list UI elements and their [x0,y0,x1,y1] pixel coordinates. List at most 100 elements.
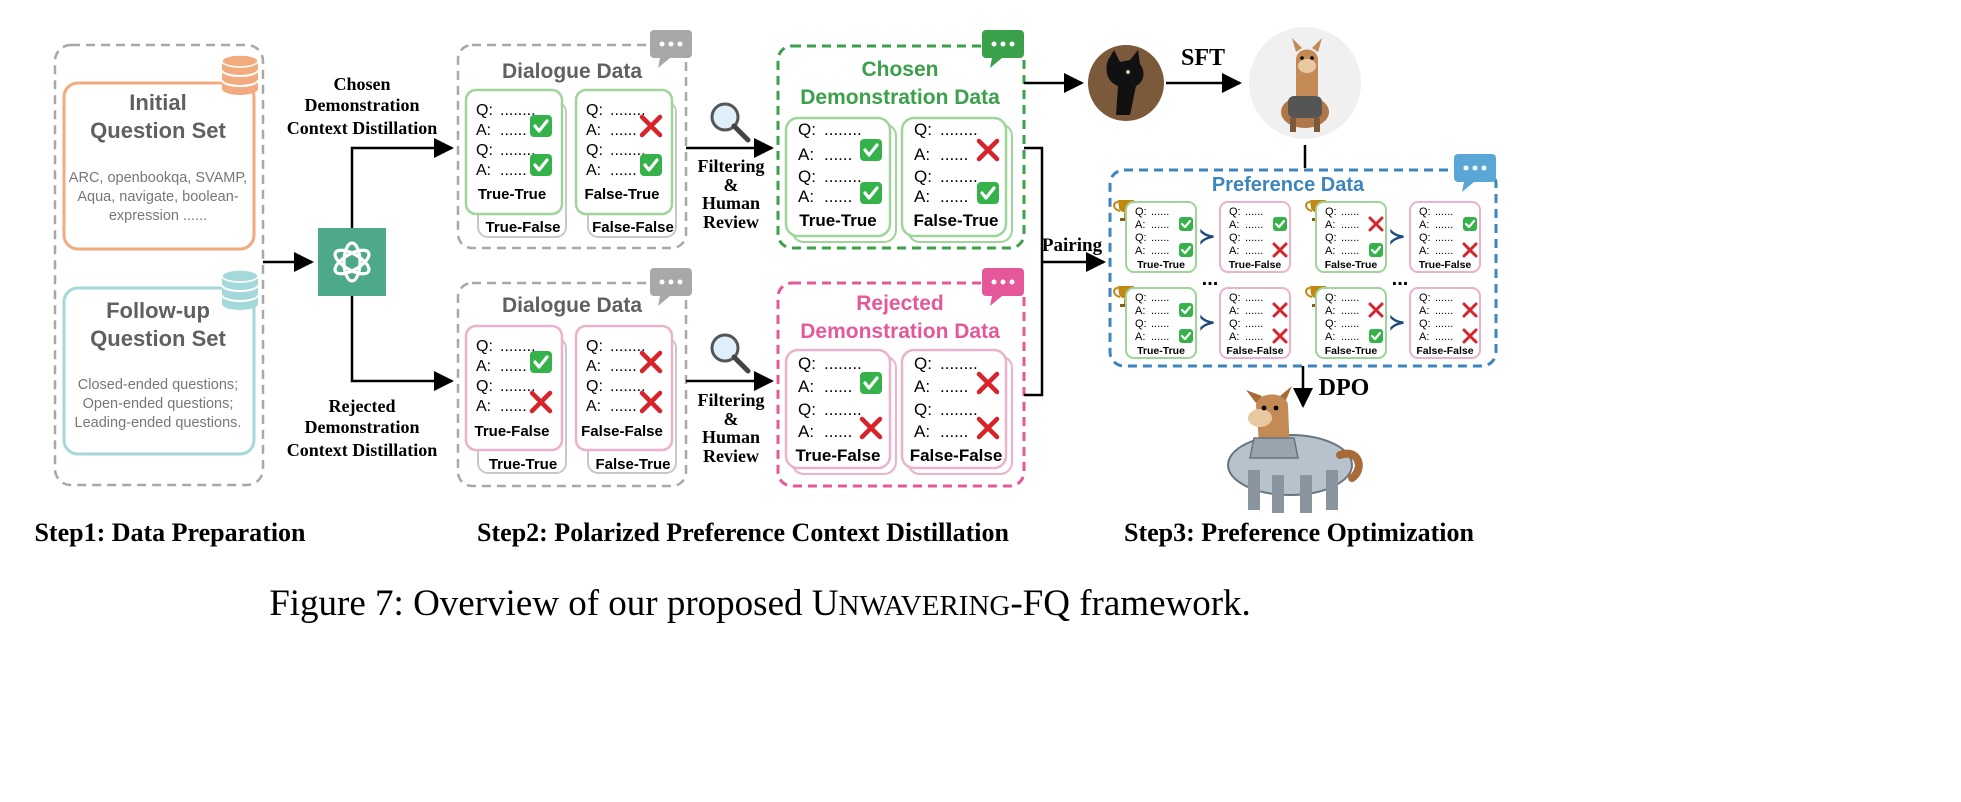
svg-text:......: ...... [1151,305,1169,317]
svg-text:......: ...... [610,122,637,139]
svg-text:......: ...... [1151,245,1169,257]
svg-text:......: ...... [824,145,852,164]
svg-text:Q:: Q: [798,354,816,373]
rejected-label-line3: Context Distillation [287,440,438,460]
step1-label: Step1: Data Preparation [34,518,306,547]
svg-text:......: ...... [1435,292,1453,304]
followup-title-line2: Question Set [90,326,226,351]
svg-text:Filtering: Filtering [698,390,765,410]
arrow-chosen-branch [350,138,454,228]
svg-text:......: ...... [1435,206,1453,218]
svg-text:False-False: False-False [1416,345,1473,357]
label-true-false: True-False [485,219,560,236]
svg-text:........: ........ [824,354,862,373]
step1-container [53,43,265,487]
svg-text:≻: ≻ [1389,312,1406,334]
svg-text:......: ...... [610,398,637,415]
svg-text:Q:: Q: [914,120,932,139]
svg-text:Chosen: Chosen [861,58,938,81]
svg-text:Filtering: Filtering [698,156,765,176]
svg-text:DPO: DPO [1319,375,1370,401]
svg-text:......: ...... [1435,245,1453,257]
step3-label: Step3: Preference Optimization [1124,518,1474,547]
svg-text:Q:: Q: [798,167,816,186]
svg-text:Q:: Q: [476,142,493,159]
svg-text:...: ... [1202,268,1219,290]
chat-bubble-icon [650,30,692,68]
svg-text:≻: ≻ [1199,312,1216,334]
chosen-label-line1: Chosen [333,74,390,94]
svg-text:A:: A: [1325,305,1335,317]
chosen-demonstration-data: Chosen Demonstration Data Q:........ A:.… [776,30,1026,250]
chat-bubble-icon [650,268,692,306]
arrow-rejected-branch [350,296,454,391]
svg-text:A:: A: [914,422,930,441]
svg-text:Q:: Q: [1419,206,1431,218]
followup-question-set-card [62,286,256,456]
svg-text:......: ...... [1245,206,1263,218]
check-icon [528,349,554,375]
svg-text:Q:: Q: [1229,206,1241,218]
svg-text:A:: A: [914,377,930,396]
svg-text:......: ...... [1151,292,1169,304]
svg-text:Q:: Q: [586,378,603,395]
svg-text:Pairing: Pairing [1042,235,1103,256]
followup-desc-line1: Closed-ended questions; [78,377,238,393]
svg-text:A:: A: [1135,245,1145,257]
svg-text:A:: A: [798,187,814,206]
svg-text:......: ...... [1151,206,1169,218]
svg-text:Demonstration Data: Demonstration Data [800,86,1000,109]
svg-text:Q:: Q: [1419,232,1431,244]
svg-text:A:: A: [1229,245,1239,257]
svg-text:......: ...... [1245,245,1263,257]
step1-section: Initial Question Set ARC, openbookqa, SV… [34,43,306,547]
svg-text:True-True: True-True [1137,345,1185,357]
svg-text:........: ........ [610,338,646,355]
svg-text:A:: A: [914,145,930,164]
svg-text:Q:: Q: [476,102,493,119]
svg-text:Q:: Q: [476,378,493,395]
followup-title-line1: Follow-up [106,298,210,323]
svg-text:True-True: True-True [489,456,557,473]
database-icon [221,54,259,96]
svg-text:A:: A: [476,162,491,179]
svg-text:Q:: Q: [1325,206,1337,218]
svg-text:True-False: True-False [1419,259,1472,271]
svg-text:......: ...... [1341,219,1359,231]
svg-text:A:: A: [586,162,601,179]
svg-text:Human: Human [702,193,760,213]
svg-text:......: ...... [1341,305,1359,317]
chat-bubble-icon [982,268,1024,306]
svg-text:A:: A: [476,122,491,139]
svg-text:Q:: Q: [1135,318,1147,330]
svg-text:........: ........ [824,120,862,139]
svg-text:...: ... [1392,268,1409,290]
svg-text:Rejected: Rejected [856,292,944,315]
svg-text:False-False: False-False [1226,345,1283,357]
svg-text:......: ...... [500,162,527,179]
magnifier-icon [710,102,751,143]
check-icon [858,370,884,396]
svg-text:......: ...... [1341,245,1359,257]
svg-text:Q:: Q: [914,400,932,419]
svg-text:......: ...... [1245,331,1263,343]
svg-text:......: ...... [1435,219,1453,231]
svg-text:Q:: Q: [1229,292,1241,304]
svg-text:A:: A: [1229,219,1239,231]
svg-text:......: ...... [940,187,968,206]
label-false-false: False-False [592,219,674,236]
svg-text:......: ...... [1245,232,1263,244]
preference-data: Preference Data Q:...... A:...... Q:....… [1108,154,1498,368]
svg-text:......: ...... [1435,331,1453,343]
dialogue-data-top: Dialogue Data Q:........ A:...... Q:....… [456,30,692,250]
svg-text:Q:: Q: [914,167,932,186]
svg-text:......: ...... [500,358,527,375]
svg-text:A:: A: [1325,245,1335,257]
svg-text:≻: ≻ [1199,226,1216,248]
svg-text:A:: A: [586,358,601,375]
svg-text:Q:: Q: [1135,206,1147,218]
dialogue-title-bottom: Dialogue Data [502,294,642,317]
initial-question-set-card [62,81,256,251]
alpaca-icon [1249,27,1361,139]
svg-text:&: & [724,409,739,429]
